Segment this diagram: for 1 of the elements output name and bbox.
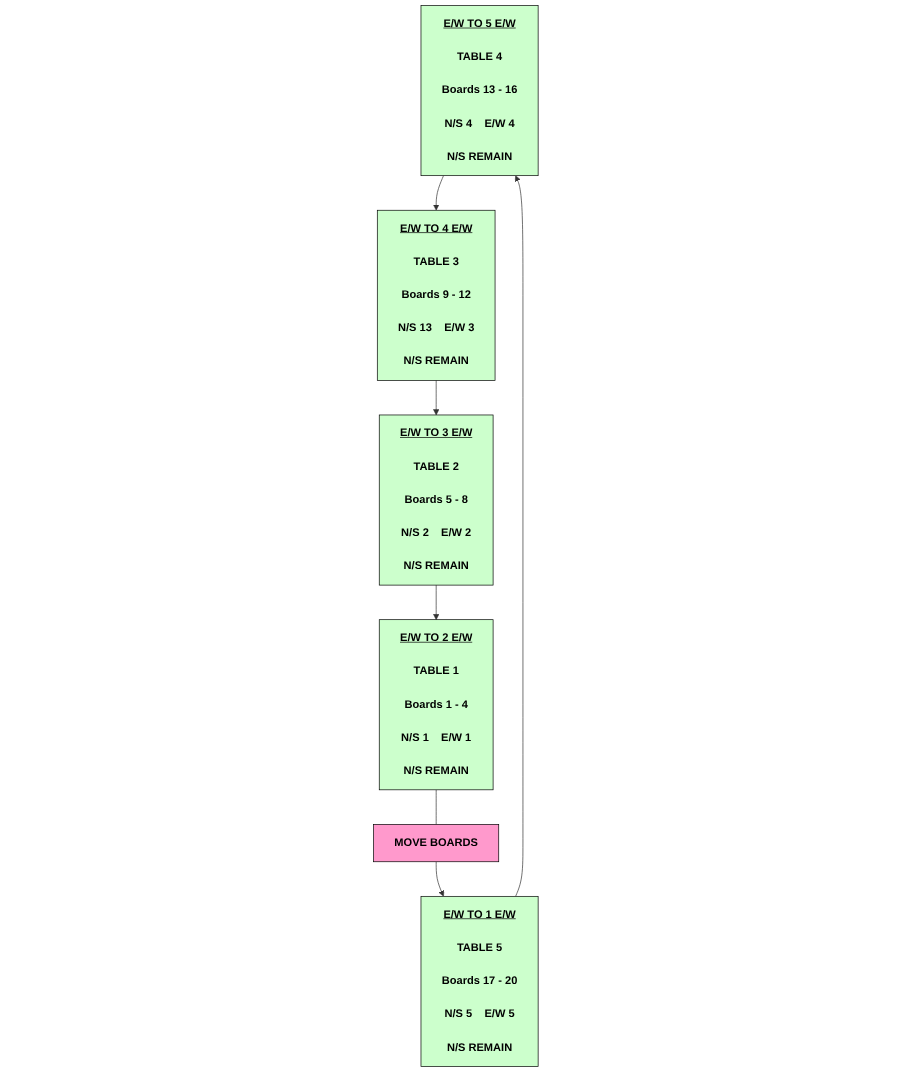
connector (435, 789, 437, 825)
